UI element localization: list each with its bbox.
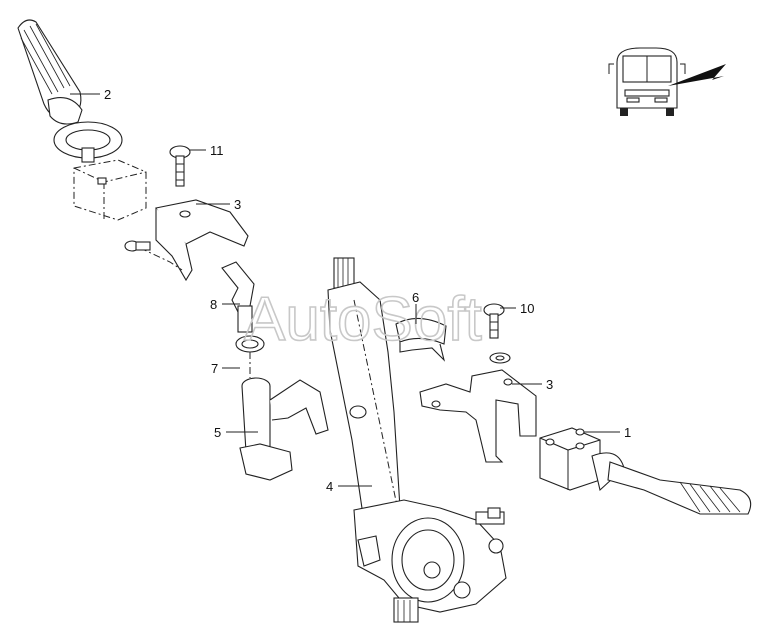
location-arrow-icon <box>668 64 726 86</box>
part-2-lever-left <box>17 19 123 163</box>
part-11-screw <box>169 145 191 187</box>
screw-small-left <box>124 240 151 252</box>
callout-10: 10 <box>520 301 534 316</box>
part-4-steering-column <box>327 257 507 623</box>
part-6-clamp <box>395 317 447 362</box>
watermark: AutoSoft <box>244 285 482 354</box>
callout-3-upper: 3 <box>234 197 241 212</box>
part-5-sleeve <box>239 377 329 481</box>
callout-1: 1 <box>624 425 631 440</box>
part-3-bracket-lower <box>419 369 537 463</box>
callout-5: 5 <box>214 425 221 440</box>
callout-4: 4 <box>326 479 333 494</box>
callout-6: 6 <box>412 290 419 305</box>
callout-8: 8 <box>210 297 217 312</box>
bus-front-view-icon <box>608 47 686 116</box>
callout-3-lower: 3 <box>546 377 553 392</box>
part-1-lever-right <box>539 427 752 515</box>
callout-2: 2 <box>104 87 111 102</box>
part-7-ring <box>235 335 265 378</box>
part-8-lock-key <box>221 261 255 333</box>
callout-11: 11 <box>210 143 224 158</box>
part-2-switch-housing <box>73 159 147 221</box>
callout-7: 7 <box>211 361 218 376</box>
part-3-bracket-upper <box>139 199 249 282</box>
part-10-screw <box>483 303 511 364</box>
callout-leaders <box>70 93 620 487</box>
